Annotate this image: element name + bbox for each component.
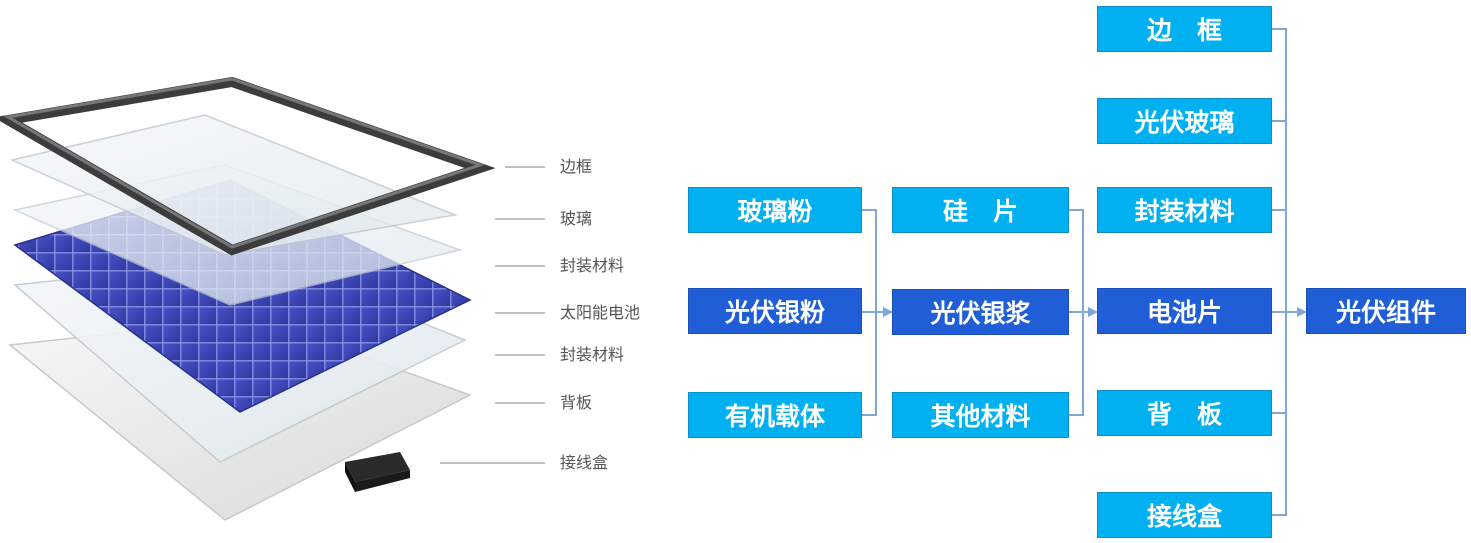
box-organic-carrier: 有机载体 xyxy=(688,392,862,438)
connector-col1 xyxy=(862,209,877,416)
callout-junction-box: 接线盒 xyxy=(560,453,609,472)
box-pv-glass: 光伏玻璃 xyxy=(1097,98,1272,144)
box-other-materials: 其他材料 xyxy=(892,392,1069,438)
callout-backsheet: 背板 xyxy=(560,393,593,412)
box-frame: 边 框 xyxy=(1097,6,1272,52)
callout-encapsulant-lower: 封装材料 xyxy=(560,345,625,364)
callout-encapsulant-upper: 封装材料 xyxy=(560,256,625,275)
callout-frame: 边框 xyxy=(560,157,593,176)
junction-box-shape xyxy=(345,452,410,492)
connector-col3 xyxy=(1272,28,1287,516)
box-encapsulant: 封装材料 xyxy=(1097,187,1272,233)
box-silicon-wafer: 硅 片 xyxy=(892,187,1069,233)
box-pv-silver-powder: 光伏银粉 xyxy=(688,288,862,334)
box-pv-silver-paste: 光伏银浆 xyxy=(892,289,1069,335)
box-backsheet: 背 板 xyxy=(1097,390,1272,436)
frame-shape xyxy=(0,76,496,256)
box-solar-cell: 电池片 xyxy=(1097,288,1272,334)
box-pv-module: 光伏组件 xyxy=(1306,288,1466,334)
callout-glass: 玻璃 xyxy=(560,209,593,228)
callout-solar-cell: 太阳能电池 xyxy=(560,303,641,322)
box-glass-powder: 玻璃粉 xyxy=(688,187,862,233)
connector-col2 xyxy=(1069,209,1084,416)
glass-layer xyxy=(9,114,458,256)
solar-module-exploded-illustration xyxy=(0,76,545,521)
box-junction-box: 接线盒 xyxy=(1097,492,1272,538)
leader-lines xyxy=(440,166,545,464)
